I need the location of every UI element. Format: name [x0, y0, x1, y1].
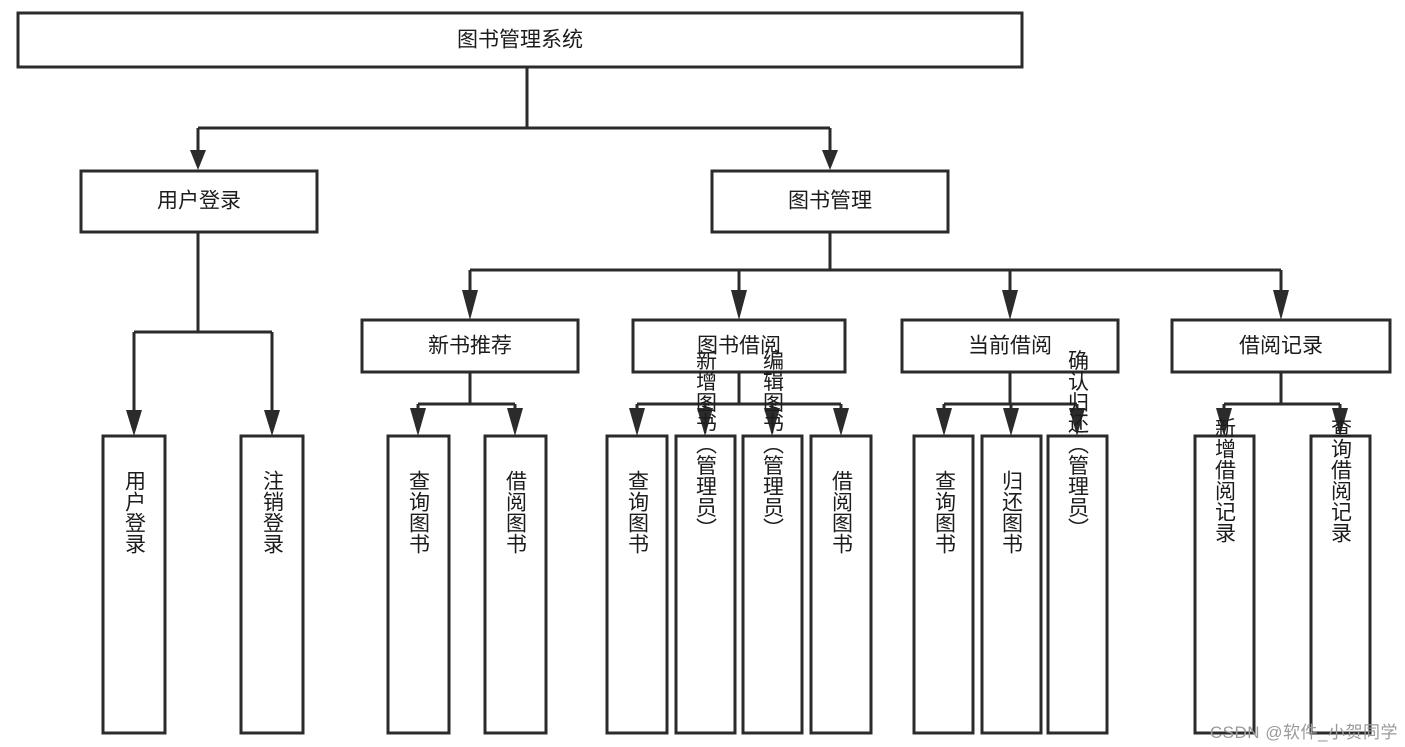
arrow-newbook-to-leaf3	[410, 408, 426, 436]
node-bookmgmt-label: 图书管理	[788, 190, 872, 213]
arrow-current-to-leaf10	[1003, 408, 1019, 436]
node-leaf11[interactable]: 确认归还（管理员）	[1046, 350, 1109, 735]
node-leaf1[interactable]: 用户登录	[101, 434, 167, 735]
node-root[interactable]: 图书管理系统	[16, 11, 1024, 69]
node-leaf5[interactable]: 查询图书	[605, 434, 669, 735]
arrow-bookmgmt-to-current	[1002, 290, 1018, 320]
arrow-login-to-leaf1	[126, 410, 142, 436]
node-leaf3[interactable]: 查询图书	[386, 434, 451, 735]
node-leaf2-label: 注销登录	[261, 470, 285, 554]
node-leaf7-label: 编辑图书（管理员）	[761, 350, 785, 539]
node-newbook[interactable]: 新书推荐	[360, 318, 580, 374]
node-leaf12[interactable]: 新增借阅记录	[1193, 417, 1256, 735]
node-leaf6[interactable]: 新增图书（管理员）	[674, 350, 737, 735]
node-leaf9[interactable]: 查询图书	[912, 434, 975, 735]
node-leaf13-label: 查询借阅记录	[1329, 417, 1353, 543]
node-borrow-label: 图书借阅	[697, 335, 781, 358]
node-borrow[interactable]: 图书借阅	[631, 318, 847, 374]
arrow-borrow-to-leaf7	[764, 408, 780, 436]
arrow-current-to-leaf11	[1069, 408, 1085, 436]
node-leaf12-label: 新增借阅记录	[1213, 417, 1237, 543]
node-leaf5-label: 查询图书	[626, 470, 650, 554]
node-login-label: 用户登录	[157, 190, 241, 213]
arrow-borrow-to-leaf6	[697, 408, 713, 436]
node-leaf10-label: 归还图书	[1000, 470, 1024, 554]
node-current-label: 当前借阅	[968, 335, 1052, 358]
node-records-label: 借阅记录	[1239, 335, 1323, 358]
arrow-bookmgmt-to-newbook	[462, 290, 478, 320]
node-newbook-label: 新书推荐	[428, 335, 512, 358]
node-leaf7[interactable]: 编辑图书（管理员）	[741, 350, 804, 735]
node-leaf10[interactable]: 归还图书	[980, 434, 1043, 735]
node-leaf9-label: 查询图书	[933, 470, 957, 554]
node-root-label: 图书管理系统	[457, 29, 583, 52]
arrow-newbook-to-leaf4	[507, 408, 523, 436]
node-leaf2[interactable]: 注销登录	[239, 434, 305, 735]
node-leaf4[interactable]: 借阅图书	[483, 434, 548, 735]
node-leaf3-label: 查询图书	[407, 470, 431, 554]
node-leaf8-label: 借阅图书	[830, 470, 854, 554]
node-records[interactable]: 借阅记录	[1170, 318, 1392, 374]
node-leaf13[interactable]: 查询借阅记录	[1309, 417, 1372, 735]
node-leaf4-label: 借阅图书	[504, 470, 528, 554]
arrow-current-to-leaf9	[936, 408, 952, 436]
edge-layer	[126, 67, 1348, 436]
node-current[interactable]: 当前借阅	[900, 318, 1120, 374]
arrow-records-to-leaf13	[1332, 408, 1348, 436]
arrow-root-to-login	[190, 150, 206, 170]
arrow-login-to-leaf2	[264, 410, 280, 436]
node-leaf6-label: 新增图书（管理员）	[694, 350, 718, 539]
arrow-root-to-bookmgmt	[822, 150, 838, 170]
arrow-borrow-to-leaf5	[629, 408, 645, 436]
arrow-bookmgmt-to-records	[1273, 290, 1289, 320]
node-login[interactable]: 用户登录	[79, 169, 319, 234]
node-leaf8[interactable]: 借阅图书	[809, 434, 873, 735]
node-leaf1-label: 用户登录	[123, 470, 147, 554]
arrow-borrow-to-leaf8	[833, 408, 849, 436]
node-leaf11-label: 确认归还（管理员）	[1066, 350, 1090, 539]
arrow-records-to-leaf12	[1216, 408, 1232, 436]
node-bookmgmt[interactable]: 图书管理	[710, 169, 950, 234]
arrow-bookmgmt-to-borrow	[731, 290, 747, 320]
